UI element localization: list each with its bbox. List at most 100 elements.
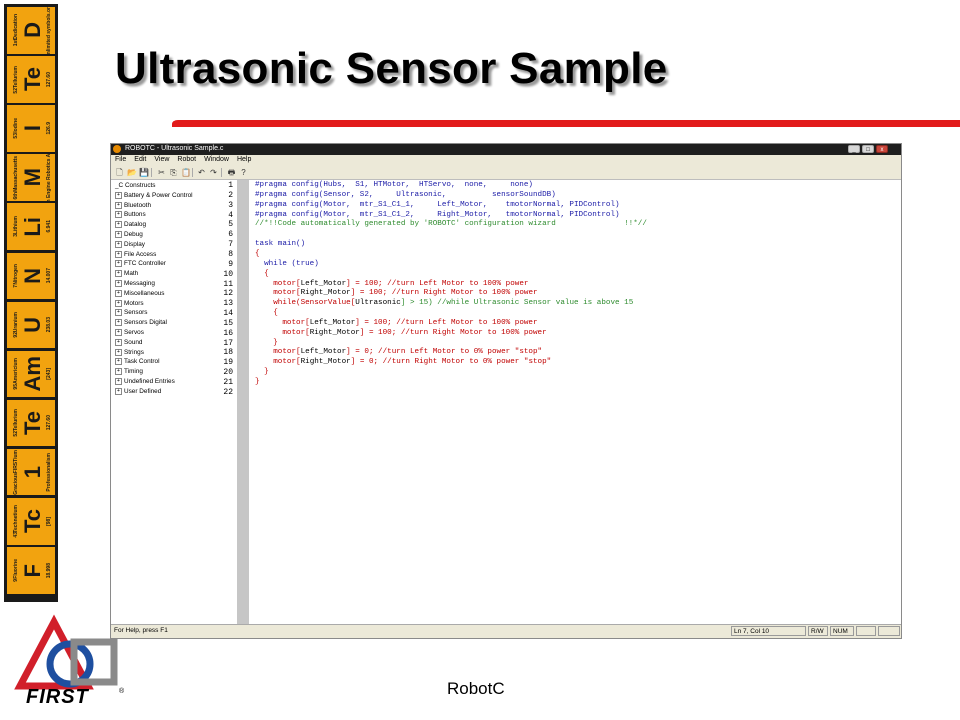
- expand-icon[interactable]: +: [115, 260, 122, 268]
- menu-view[interactable]: View: [154, 156, 170, 163]
- open-folder-icon[interactable]: 📂: [127, 168, 137, 177]
- tree-item[interactable]: +Servos: [115, 329, 144, 336]
- function-library-tree[interactable]: _C Constructs +Battery & Power Control +Bl…: [111, 180, 205, 626]
- tree-item-label: _C Constructs: [115, 182, 156, 189]
- first-logo-registered: ®: [119, 688, 125, 695]
- tree-item[interactable]: +Messaging: [115, 280, 155, 287]
- expand-icon[interactable]: +: [115, 221, 122, 229]
- toolbar-separator: [151, 168, 152, 177]
- maximize-button[interactable]: □: [862, 145, 874, 153]
- expand-icon[interactable]: +: [115, 348, 122, 356]
- menu-file[interactable]: File: [115, 156, 127, 163]
- tree-item[interactable]: _C Constructs: [115, 182, 156, 189]
- code-token: motor[: [255, 328, 310, 337]
- line-number: 6: [228, 230, 233, 240]
- code-token: #pragma config(Hubs, S1, HTMotor, HTServ…: [255, 181, 533, 189]
- menu-edit[interactable]: Edit: [134, 156, 147, 163]
- tree-item[interactable]: +Timing: [115, 368, 143, 375]
- tree-item[interactable]: +Buttons: [115, 211, 146, 219]
- tree-item[interactable]: +Motors: [115, 299, 144, 307]
- expand-icon[interactable]: +: [115, 191, 122, 199]
- code-editor[interactable]: #pragma config(Hubs, S1, HTMotor, HTServ…: [249, 180, 901, 626]
- expand-icon[interactable]: +: [115, 319, 122, 327]
- tree-item[interactable]: +Display: [115, 240, 145, 248]
- tree-item-label: User Defined: [124, 387, 162, 395]
- element-number: 9: [13, 578, 19, 582]
- tree-item[interactable]: +Debug: [115, 231, 143, 238]
- tree-item-label: Servos: [124, 329, 144, 337]
- code-token: ] = 0; //turn Right Motor to 0% power "s…: [350, 358, 552, 367]
- code-token: Ultrasonic: [355, 299, 401, 308]
- expand-icon[interactable]: +: [115, 250, 122, 258]
- menu-window[interactable]: Window: [204, 156, 229, 163]
- code-line: }: [255, 339, 278, 348]
- expand-icon[interactable]: +: [115, 309, 122, 317]
- element-number: 1st: [13, 39, 19, 47]
- undo-icon[interactable]: ↶: [198, 168, 205, 177]
- expand-icon[interactable]: +: [115, 299, 122, 307]
- tree-item[interactable]: +Bluetooth: [115, 201, 151, 209]
- tree-item[interactable]: +Strings: [115, 348, 144, 356]
- expand-icon[interactable]: +: [115, 201, 122, 209]
- tree-item[interactable]: +Undefined Entries: [115, 378, 175, 385]
- window-titlebar[interactable]: ROBOTC - Ultrasonic Sample.c _ □ x: [111, 144, 901, 155]
- expand-icon[interactable]: +: [115, 240, 122, 248]
- expand-icon[interactable]: +: [115, 358, 122, 366]
- new-file-icon[interactable]: 🗋: [116, 168, 123, 177]
- robotc-app-icon: [113, 145, 121, 153]
- line-number: 17: [223, 338, 233, 348]
- close-button[interactable]: x: [876, 145, 888, 153]
- cut-icon[interactable]: ✂: [158, 168, 165, 177]
- expand-icon[interactable]: +: [115, 289, 122, 297]
- status-cursor-position: Ln 7, Col 10: [731, 626, 806, 636]
- element-symbol: D: [20, 22, 45, 39]
- minimize-button[interactable]: _: [848, 145, 860, 153]
- element-weight: 127.60: [45, 415, 52, 431]
- tree-item[interactable]: +Miscellaneous: [115, 289, 165, 297]
- expand-icon[interactable]: +: [115, 387, 122, 395]
- tree-item-label: Motors: [124, 299, 144, 307]
- tree-item[interactable]: +Sound: [115, 338, 142, 346]
- tree-item-label: Undefined Entries: [124, 378, 175, 386]
- help-icon[interactable]: ?: [241, 168, 246, 177]
- tree-item[interactable]: +FTC Controller: [115, 260, 166, 268]
- tree-item[interactable]: +Math: [115, 270, 138, 277]
- menu-robot[interactable]: Robot: [177, 156, 197, 163]
- code-line: }: [255, 378, 260, 387]
- element-number: 52: [13, 431, 19, 437]
- expand-icon[interactable]: +: [115, 270, 122, 278]
- tree-item-label: FTC Controller: [124, 260, 166, 268]
- copy-icon[interactable]: ⎘: [170, 168, 177, 177]
- expand-icon[interactable]: +: [115, 338, 122, 346]
- tree-item[interactable]: +Task Control: [115, 358, 160, 366]
- line-number: 20: [223, 368, 233, 378]
- redo-icon[interactable]: ↷: [210, 168, 217, 177]
- code-line: motor[Left_Motor] = 100; //turn Left Mot…: [255, 319, 537, 328]
- save-icon[interactable]: 💾: [139, 168, 149, 177]
- tree-item[interactable]: +Sensors Digital: [115, 319, 167, 326]
- expand-icon[interactable]: +: [115, 211, 122, 219]
- status-size-grip[interactable]: [878, 626, 900, 636]
- expand-icon[interactable]: +: [115, 280, 122, 287]
- tree-item[interactable]: +File Access: [115, 250, 156, 258]
- menu-help[interactable]: Help: [236, 156, 252, 163]
- expand-icon[interactable]: +: [115, 231, 122, 238]
- element-weight: Professionalism: [45, 452, 52, 492]
- tree-item[interactable]: +Battery & Power Control: [115, 191, 193, 199]
- tree-item[interactable]: +User Defined: [115, 387, 162, 395]
- element-name: Fluorine: [13, 559, 19, 579]
- expand-icon[interactable]: +: [115, 329, 122, 336]
- paste-icon[interactable]: 📋: [181, 168, 191, 177]
- expand-icon[interactable]: +: [115, 378, 122, 385]
- first-logo-text: FIRST: [26, 686, 89, 708]
- slide-title: Ultrasonic Sensor Sample: [115, 44, 668, 93]
- tree-item[interactable]: +Datalog: [115, 221, 146, 228]
- menu-bar: File Edit View Robot Window Help: [111, 155, 901, 166]
- breakpoint-margin[interactable]: [237, 180, 249, 626]
- print-icon[interactable]: 🖶: [227, 168, 236, 177]
- expand-icon[interactable]: +: [115, 368, 122, 376]
- tree-item[interactable]: +Sensors: [115, 309, 147, 317]
